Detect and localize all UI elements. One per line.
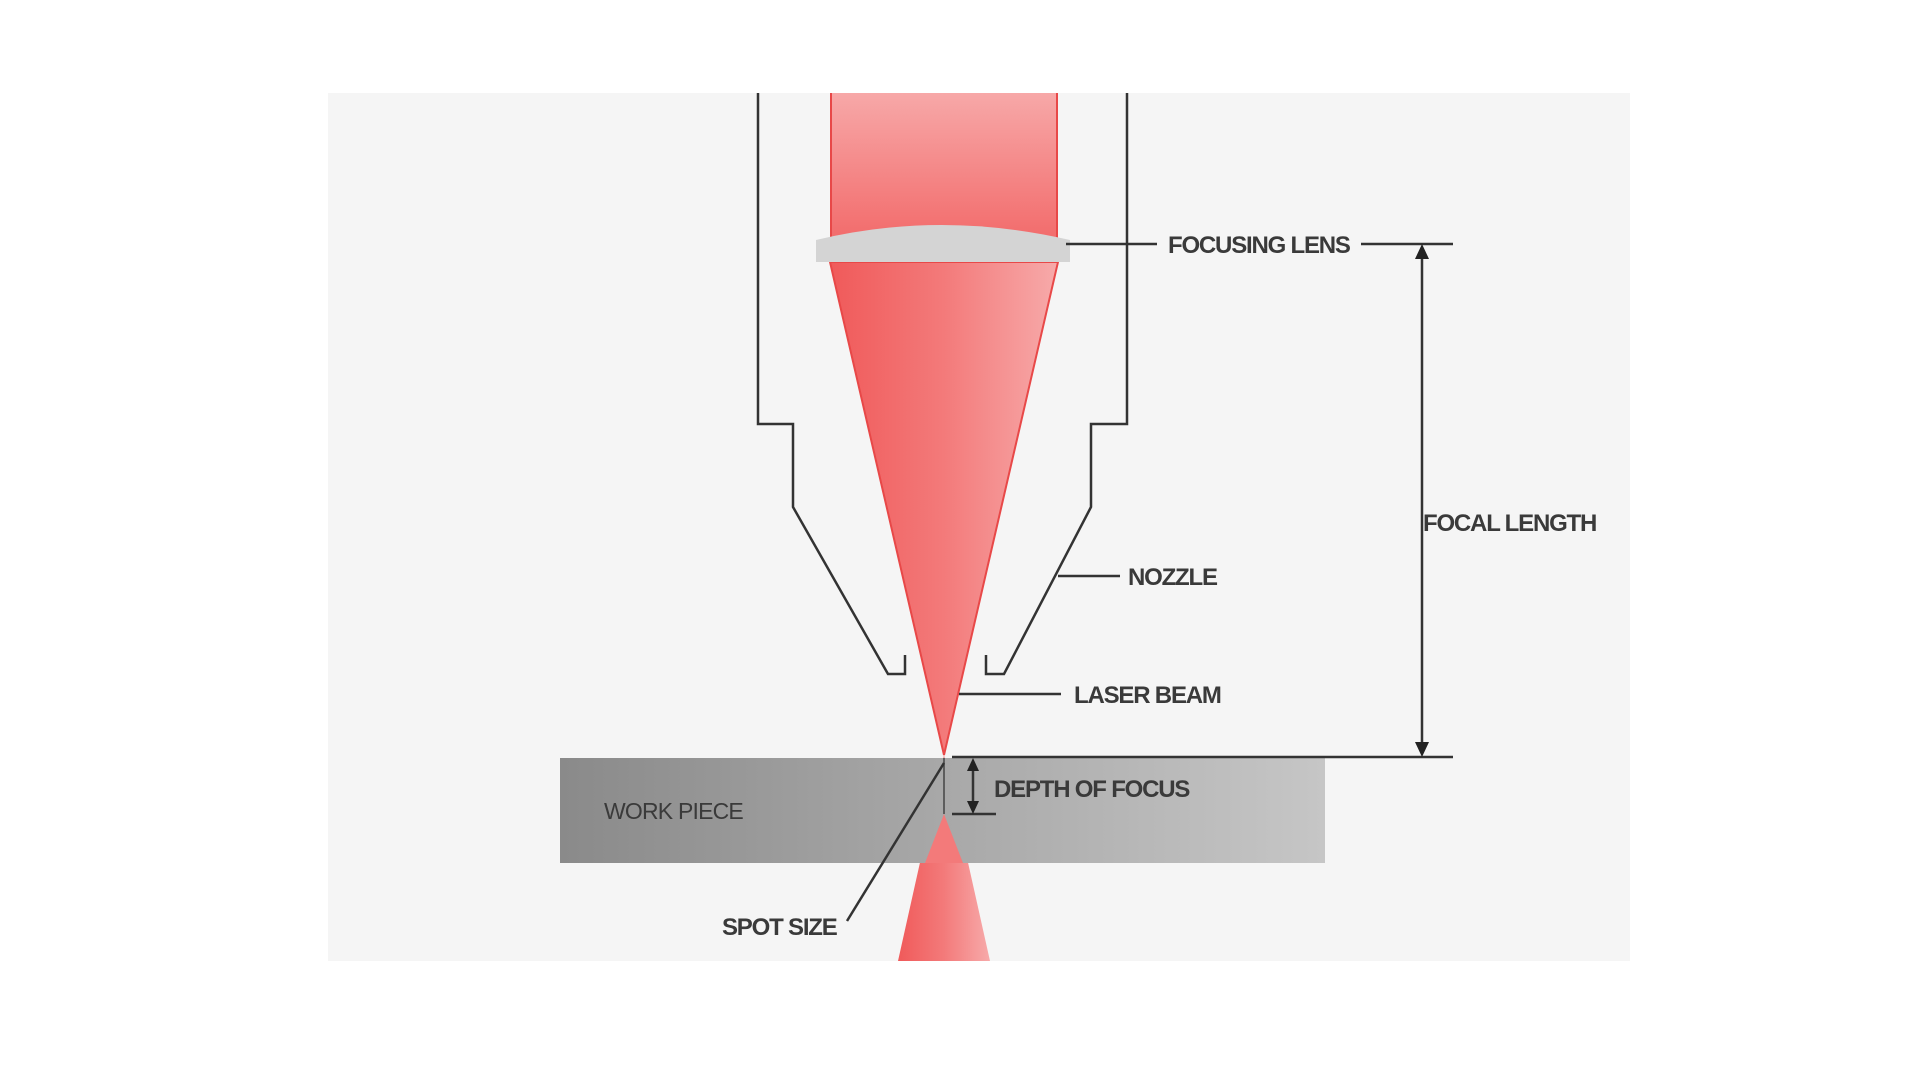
nozzle-right-wall: [984, 93, 1129, 676]
label-spot-size: SPOT SIZE: [722, 914, 838, 941]
label-depth-of-focus: DEPTH OF FOCUS: [994, 776, 1190, 803]
depth-of-focus-arrow: [967, 758, 979, 814]
label-work-piece: WORK PIECE: [604, 798, 743, 824]
label-nozzle: NOZZLE: [1128, 564, 1218, 591]
focal-length-arrow: [1415, 244, 1429, 757]
nozzle-left-wall: [756, 93, 907, 676]
laser-beam-column: [830, 93, 1058, 243]
focusing-lens: [816, 225, 1070, 262]
label-focusing-lens: FOCUSING LENS: [1168, 232, 1351, 259]
beam-in-workpiece: [925, 814, 963, 863]
label-focal-length: FOCAL LENGTH: [1423, 510, 1596, 537]
label-laser-beam: LASER BEAM: [1074, 682, 1221, 709]
